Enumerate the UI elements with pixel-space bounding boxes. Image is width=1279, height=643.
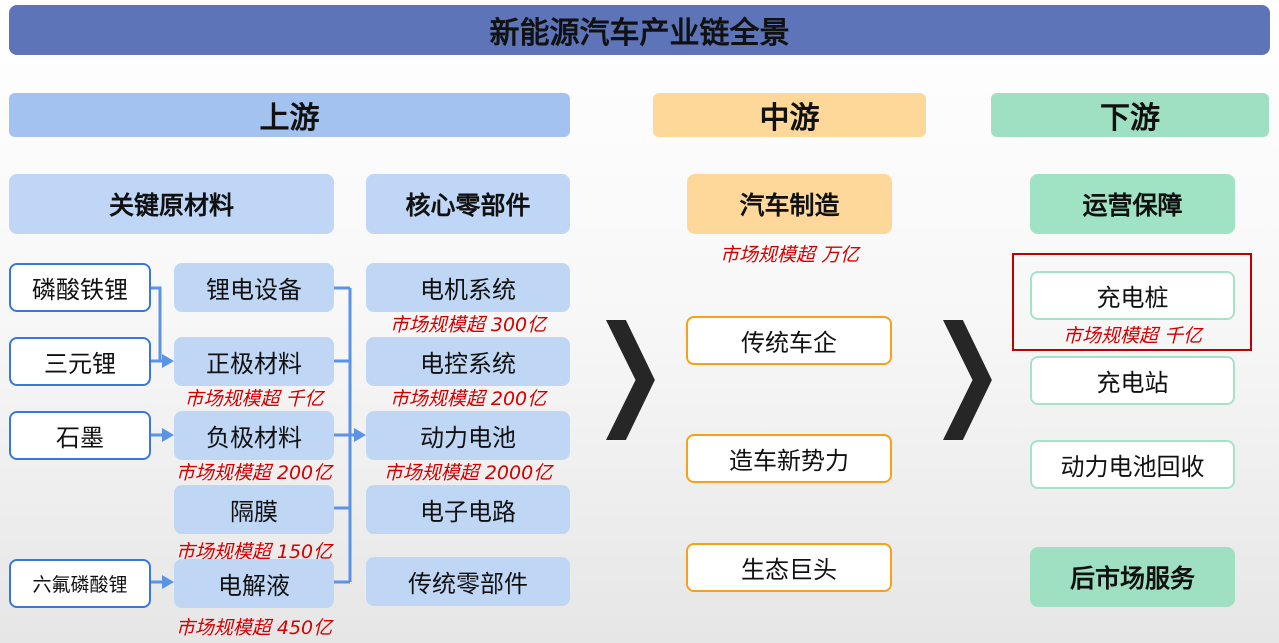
market-size-label: 市场规模超 2000亿 [383,461,553,484]
raw-material-box: 六氟磷酸锂 [9,559,151,608]
raw-material-box: 三元锂 [9,337,151,386]
section-upstream: 上游 [9,93,570,137]
market-size-label: 市场规模超 千亿 [184,387,324,410]
market-size-label: 市场规模超 450亿 [175,616,333,639]
raw-material-box: 磷酸铁锂 [9,263,151,312]
category-operations: 运营保障 [1030,174,1235,234]
operation-box: 充电桩 [1030,271,1235,320]
material-box: 锂电设备 [174,263,334,312]
aftermarket-box: 后市场服务 [1030,547,1235,607]
material-box: 正极材料 [174,337,334,386]
highlight-box [1012,253,1252,351]
operation-box: 充电站 [1030,356,1235,405]
category-manufacturing: 汽车制造 [687,174,892,234]
core-part-box: 电机系统 [366,263,570,312]
market-size-label: 市场规模超 300亿 [389,313,547,336]
section-downstream: 下游 [991,93,1269,137]
section-midstream: 中游 [653,93,926,137]
core-part-box: 电控系统 [366,337,570,386]
market-size-label: 市场规模超 千亿 [1062,324,1203,347]
market-size-label: 市场规模超 万亿 [719,243,860,266]
manufacturer-box: 传统车企 [686,316,892,365]
market-size-label: 市场规模超 200亿 [175,461,333,484]
material-box: 隔膜 [174,485,334,534]
category-raw-materials: 关键原材料 [9,174,334,234]
core-part-box: 动力电池 [366,411,570,460]
category-core-parts: 核心零部件 [366,174,570,234]
market-size-label: 市场规模超 150亿 [175,540,333,563]
page-title: 新能源汽车产业链全景 [9,5,1270,55]
manufacturer-box: 造车新势力 [686,434,892,483]
operation-box: 动力电池回收 [1030,440,1235,489]
market-size-label: 市场规模超 200亿 [389,387,547,410]
chevron-right-icon: ❯ [929,300,1005,440]
core-part-box: 传统零部件 [366,557,570,606]
material-box: 负极材料 [174,411,334,460]
chevron-right-icon: ❯ [592,300,668,440]
core-part-box: 电子电路 [366,485,570,534]
raw-material-box: 石墨 [9,411,151,460]
material-box: 电解液 [174,559,334,608]
manufacturer-box: 生态巨头 [686,543,892,592]
